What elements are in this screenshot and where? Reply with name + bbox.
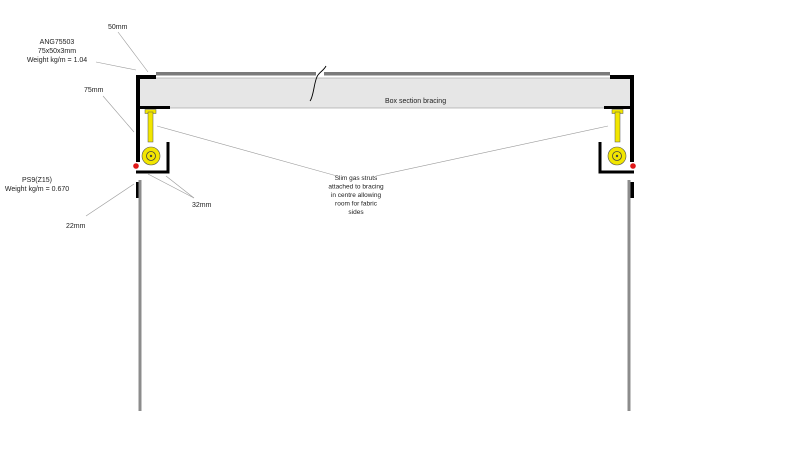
- pivot-dot-left: [133, 163, 139, 169]
- svg-text:PS9(Z15): PS9(Z15): [22, 177, 52, 184]
- angle-spec: ANG75503 75x50x3mm Weight kg/m = 1.04: [27, 39, 87, 64]
- top-strip-right: [324, 72, 610, 76]
- pivot-dot-right: [630, 163, 636, 169]
- svg-text:Weight kg/m = 1.04: Weight kg/m = 1.04: [27, 57, 87, 64]
- label-top-width: 50mm: [108, 24, 128, 31]
- svg-text:Slim gas struts: Slim gas struts: [335, 175, 378, 182]
- angle-frame-left: [136, 75, 156, 162]
- label-channel-width: 32mm: [192, 202, 212, 209]
- label-box-section-bracing: Box section bracing: [385, 98, 446, 105]
- gas-strut-left: [141, 109, 161, 166]
- post-right: [627, 180, 631, 411]
- svg-text:sides: sides: [348, 209, 364, 216]
- label-side-height: 75mm: [84, 87, 104, 94]
- svg-text:Weight kg/m = 0.670: Weight kg/m = 0.670: [5, 186, 69, 193]
- angle-frame-right: [610, 75, 634, 162]
- svg-text:in centre allowing: in centre allowing: [331, 192, 382, 199]
- break-symbol: [309, 65, 327, 102]
- profile-spec: PS9(Z15) Weight kg/m = 0.670: [5, 177, 69, 193]
- svg-text:75x50x3mm: 75x50x3mm: [38, 48, 76, 55]
- svg-text:ANG75503: ANG75503: [40, 39, 75, 46]
- leader-lines: [85, 31, 609, 217]
- box-section-bracing: [137, 77, 633, 109]
- strut-note: Slim gas struts attached to bracing in c…: [328, 175, 384, 216]
- z-profile-left: [136, 142, 170, 174]
- svg-text:attached to bracing: attached to bracing: [328, 184, 384, 191]
- top-strip-left: [156, 72, 316, 76]
- post-left: [138, 180, 142, 411]
- label-bottom-offset: 22mm: [66, 223, 86, 230]
- svg-text:room for fabric: room for fabric: [335, 201, 378, 208]
- z-profile-right: [598, 142, 634, 174]
- gas-strut-right: [607, 109, 627, 166]
